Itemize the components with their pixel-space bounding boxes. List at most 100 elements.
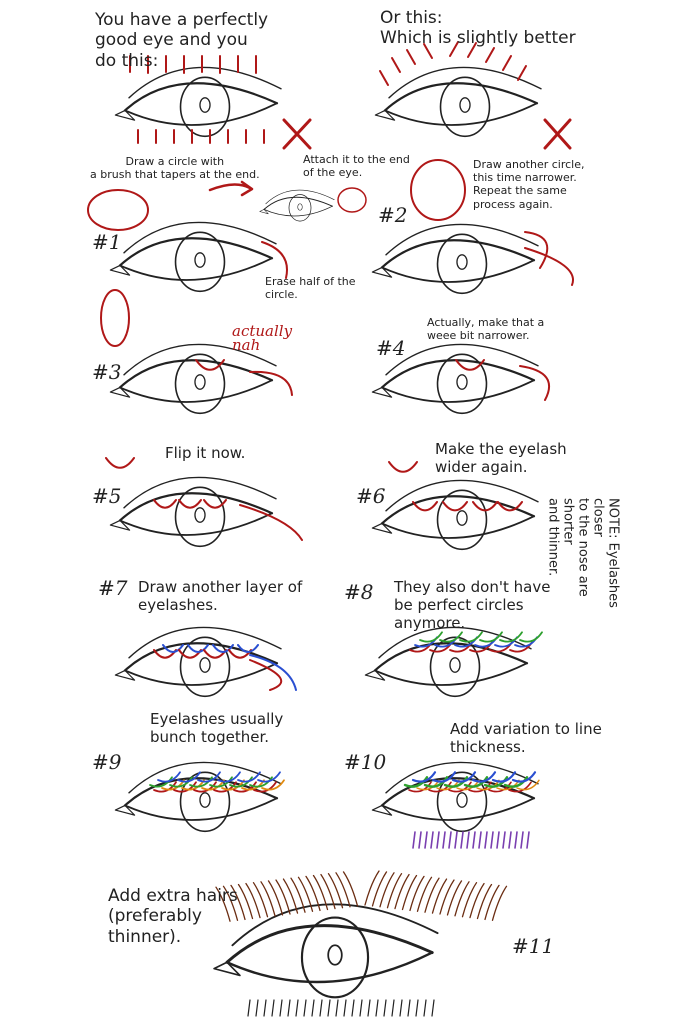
step11-lower-lash-9 <box>319 999 323 1017</box>
step11-hair-27 <box>431 878 448 914</box>
step10-green-lash-1 <box>423 776 449 788</box>
step10-eye-crease <box>385 761 539 794</box>
step10-lower-lash <box>496 831 500 849</box>
step9-green-lash-0 <box>149 776 173 788</box>
step9-blue-lash-5 <box>257 771 281 783</box>
step2-eye-tear-duct <box>371 266 393 278</box>
step7-blue-lash-2 <box>212 644 234 653</box>
step3-eye-lower-lid <box>119 379 273 403</box>
step10-red-lash-3 <box>468 781 492 793</box>
step10-lower-lash <box>514 831 518 849</box>
step11-lower-lash-11 <box>335 999 339 1017</box>
step8-eye-pupil <box>449 657 461 673</box>
step5-eye-iris <box>174 486 226 548</box>
step9-orange-lash-2 <box>201 779 225 791</box>
step11-lower-lash-16 <box>375 999 379 1017</box>
step11-hair-17 <box>342 871 359 907</box>
step11-lower-lash-6 <box>295 999 299 1017</box>
step1-small-eye-tear-duct <box>259 209 269 215</box>
step7-eye-iris <box>179 636 231 698</box>
step10-eye-pupil <box>456 792 468 808</box>
step9-orange-lash-1 <box>181 779 205 791</box>
step11-eye-pupil <box>327 944 343 966</box>
step8-green-lash-1 <box>439 631 463 643</box>
step4-eye-upper-lid <box>380 359 536 389</box>
step11-hair-26 <box>424 877 440 913</box>
step2-label: #2 <box>378 203 408 227</box>
step3-lash-b <box>249 370 293 396</box>
step11-hair-29 <box>446 880 463 916</box>
step10-orange-lash-5 <box>516 779 540 791</box>
step10-lower-lash <box>508 831 512 849</box>
step8-note: They also don't have be perfect circles … <box>394 578 551 632</box>
step8-green-lash-5 <box>519 631 543 643</box>
step10-blue-lash-0 <box>411 771 437 783</box>
step6-lash-3 <box>497 501 523 512</box>
step11-lower-lash-7 <box>303 999 307 1017</box>
step10-lower-lash <box>472 831 476 849</box>
step11-hair-24 <box>409 875 425 912</box>
step11-lower-lash-1 <box>255 999 259 1017</box>
intro-right-upper-lash <box>379 70 389 86</box>
step11-hair-30 <box>454 881 470 917</box>
step11-eye-crease <box>231 903 439 947</box>
step7-label: #7 <box>98 576 128 600</box>
step11-hair-34 <box>484 884 500 921</box>
step11-lower-lash-0 <box>247 999 251 1017</box>
step11-hair-8 <box>275 879 291 915</box>
intro-right-upper-lash <box>502 55 512 71</box>
step3-label: #3 <box>92 360 122 384</box>
step5-label: #5 <box>92 484 122 508</box>
step6-wide-lash <box>388 461 418 473</box>
step11-hair-12 <box>305 875 321 912</box>
step1-label: #1 <box>92 230 122 254</box>
intro-right-upper-lash <box>467 42 477 58</box>
step5-eye-tear-duct <box>109 519 131 531</box>
step9-label: #9 <box>92 750 122 774</box>
step9-red-lash-4 <box>233 781 257 793</box>
step8-label: #8 <box>344 580 374 604</box>
step10-eye-iris <box>436 771 488 833</box>
step10-label: #10 <box>344 750 387 774</box>
intro-eye-left-tear-duct <box>114 109 136 121</box>
step11-label: #11 <box>512 934 555 958</box>
step11-hair-13 <box>312 874 329 911</box>
step1-half-circle <box>261 241 288 279</box>
step3-eye-iris <box>174 353 226 415</box>
step4-eye-tear-duct <box>371 386 393 398</box>
step10-green-lash-0 <box>403 776 429 788</box>
step10-lower-lash <box>484 831 488 849</box>
step7-blue-lash-3 <box>237 644 259 653</box>
step7-eye-tear-duct <box>114 669 136 681</box>
step5-lash-2 <box>203 499 227 509</box>
step1-small-eye-pupil <box>297 203 303 211</box>
step9-red-lash-3 <box>213 781 237 793</box>
side-note: NOTE: Eyelashes closer to the nose are s… <box>545 498 621 608</box>
step1-small-eye-crease <box>265 189 335 205</box>
step11-lower-lash-5 <box>287 999 291 1017</box>
step11-hair-19 <box>371 871 388 907</box>
step3-eye-pupil <box>194 374 206 390</box>
step8-green-lash-0 <box>419 631 443 643</box>
step9-red-lash-0 <box>153 781 177 793</box>
step6-label: #6 <box>356 484 386 508</box>
step8-eye-crease <box>378 626 532 659</box>
step7-blue-sweep <box>249 654 297 691</box>
step11-hair-14 <box>320 873 336 910</box>
step11-hair-2 <box>230 884 246 921</box>
step11-lower-lash-19 <box>399 999 403 1017</box>
step11-hair-32 <box>469 882 485 919</box>
step2-circle <box>410 159 466 221</box>
step11-lower-lash-2 <box>263 999 267 1017</box>
step11-lower-lash-8 <box>311 999 315 1017</box>
step1-small-eye-lower-lid <box>263 205 333 217</box>
step10-blue-lash-3 <box>471 771 497 783</box>
step10-lower-lash <box>520 831 524 849</box>
step9-eye-tear-duct <box>114 804 136 816</box>
step11-eye-tear-duct <box>213 961 241 977</box>
step5-lash-1 <box>178 499 202 509</box>
step8-eye-lower-lid <box>374 662 528 686</box>
step7-eye-pupil <box>199 657 211 673</box>
step7-red-sweep <box>249 659 283 691</box>
step5-eye-lower-lid <box>119 512 273 536</box>
